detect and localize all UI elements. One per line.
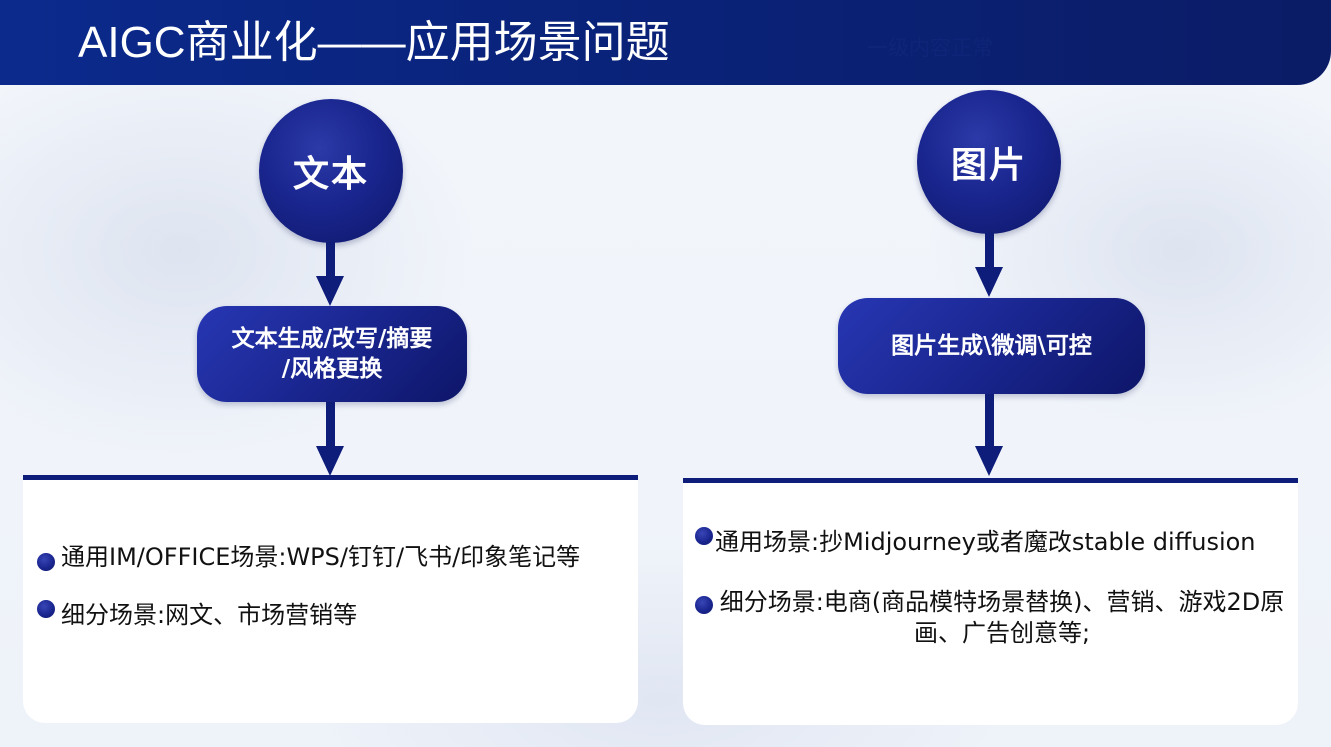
node-text-label: 文本 [292,154,369,195]
list-item-text: 细分场景:电商(商品模特场景替换)、营销、游戏2D原画、广告创意等; [719,588,1285,647]
node-text-circle: 文本 [259,99,403,243]
list-item: 细分场景:电商(商品模特场景替换)、营销、游戏2D原画、广告创意等; [695,587,1285,649]
bullet-dot-icon [37,553,55,571]
bullet-dot-icon [695,527,713,545]
image-scenarios-panel: 通用场景:抄Midjourney或者魔改stable diffusion 细分场… [683,478,1298,725]
node-image-circle: 图片 [917,90,1061,234]
bullet-dot-icon [695,596,713,614]
node-image-label: 图片 [950,145,1027,186]
arrow-pill-to-panel-left-head [316,446,344,476]
node-text-generation-pill: 文本生成/改写/摘要 /风格更换 [197,306,467,402]
list-item-text: 细分场景:网文、市场营销等 [61,601,358,629]
arrow-pill-to-panel-right-head [975,446,1003,476]
arrow-pill-to-panel-right-stem [985,394,994,448]
node-image-generation-label: 图片生成\微调\可控 [891,333,1092,359]
arrow-pill-to-panel-left-stem [326,402,335,448]
arrow-image-to-pill-stem [985,233,994,269]
list-item-text: 通用场景:抄Midjourney或者魔改stable diffusion [715,528,1256,556]
bullet-dot-icon [37,600,55,618]
list-item: 细分场景:网文、市场营销等 [37,600,357,631]
arrow-text-to-pill-head [316,276,344,306]
node-text-generation-line1: 文本生成/改写/摘要 [231,326,433,352]
node-text-generation-line2: /风格更换 [281,356,383,382]
title-bar: AIGC商业化——应用场景问题 [0,0,1331,85]
list-item: 通用场景:抄Midjourney或者魔改stable diffusion [695,527,1256,558]
list-item: 通用IM/OFFICE场景:WPS/钉钉/飞书/印象笔记等 [37,542,580,573]
arrow-image-to-pill-head [975,267,1003,297]
slide-title: AIGC商业化——应用场景问题 [78,18,670,67]
list-item-text: 通用IM/OFFICE场景:WPS/钉钉/飞书/印象笔记等 [61,543,581,571]
arrow-text-to-pill-stem [326,242,335,278]
faint-note: 一级内容正常 [867,36,993,60]
node-image-generation-pill: 图片生成\微调\可控 [838,298,1145,394]
text-scenarios-panel: 通用IM/OFFICE场景:WPS/钉钉/飞书/印象笔记等 细分场景:网文、市场… [23,475,638,723]
